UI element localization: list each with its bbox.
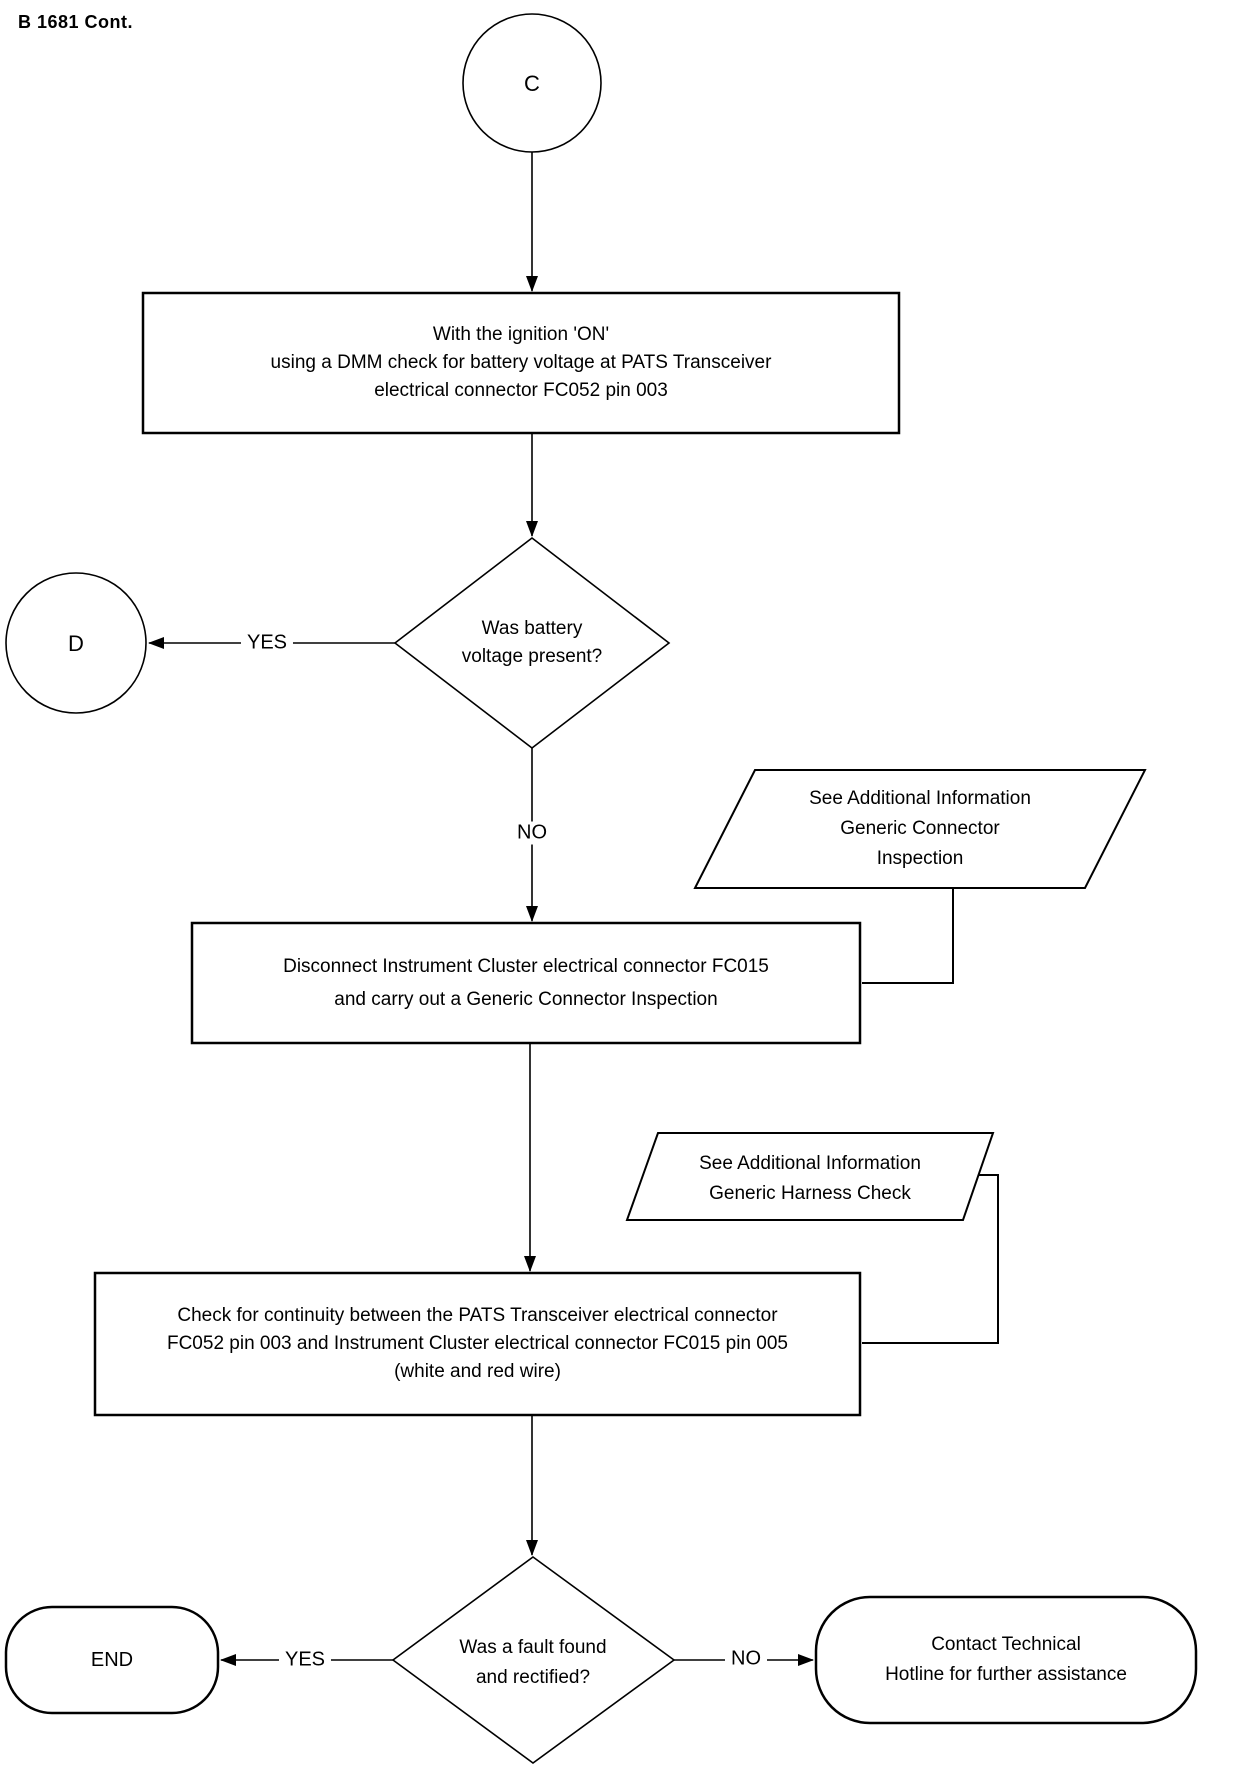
decision2-yes-label: YES xyxy=(278,1648,332,1672)
ref2-parallelogram xyxy=(625,1132,995,1221)
connector-d-circle xyxy=(5,572,147,714)
decision1-no-label: NO xyxy=(511,821,553,845)
decision2-diamond xyxy=(391,1556,676,1764)
connector-ref2-to-step3 xyxy=(862,1174,999,1344)
connector-c-label: C xyxy=(524,71,540,96)
contact-terminator xyxy=(814,1595,1198,1725)
step1-box xyxy=(141,291,901,435)
ref1-parallelogram xyxy=(693,769,1147,889)
step2-box xyxy=(190,921,862,1045)
decision1-yes-label: YES xyxy=(240,631,294,655)
decision2-no-label: NO xyxy=(725,1647,767,1671)
step3-box xyxy=(93,1271,862,1417)
end-terminator xyxy=(4,1605,220,1715)
page-title: B 1681 Cont. xyxy=(18,12,134,32)
connector-ref1-to-step2 xyxy=(862,888,954,984)
connector-d-label: D xyxy=(68,631,84,656)
decision1-diamond xyxy=(393,536,671,750)
